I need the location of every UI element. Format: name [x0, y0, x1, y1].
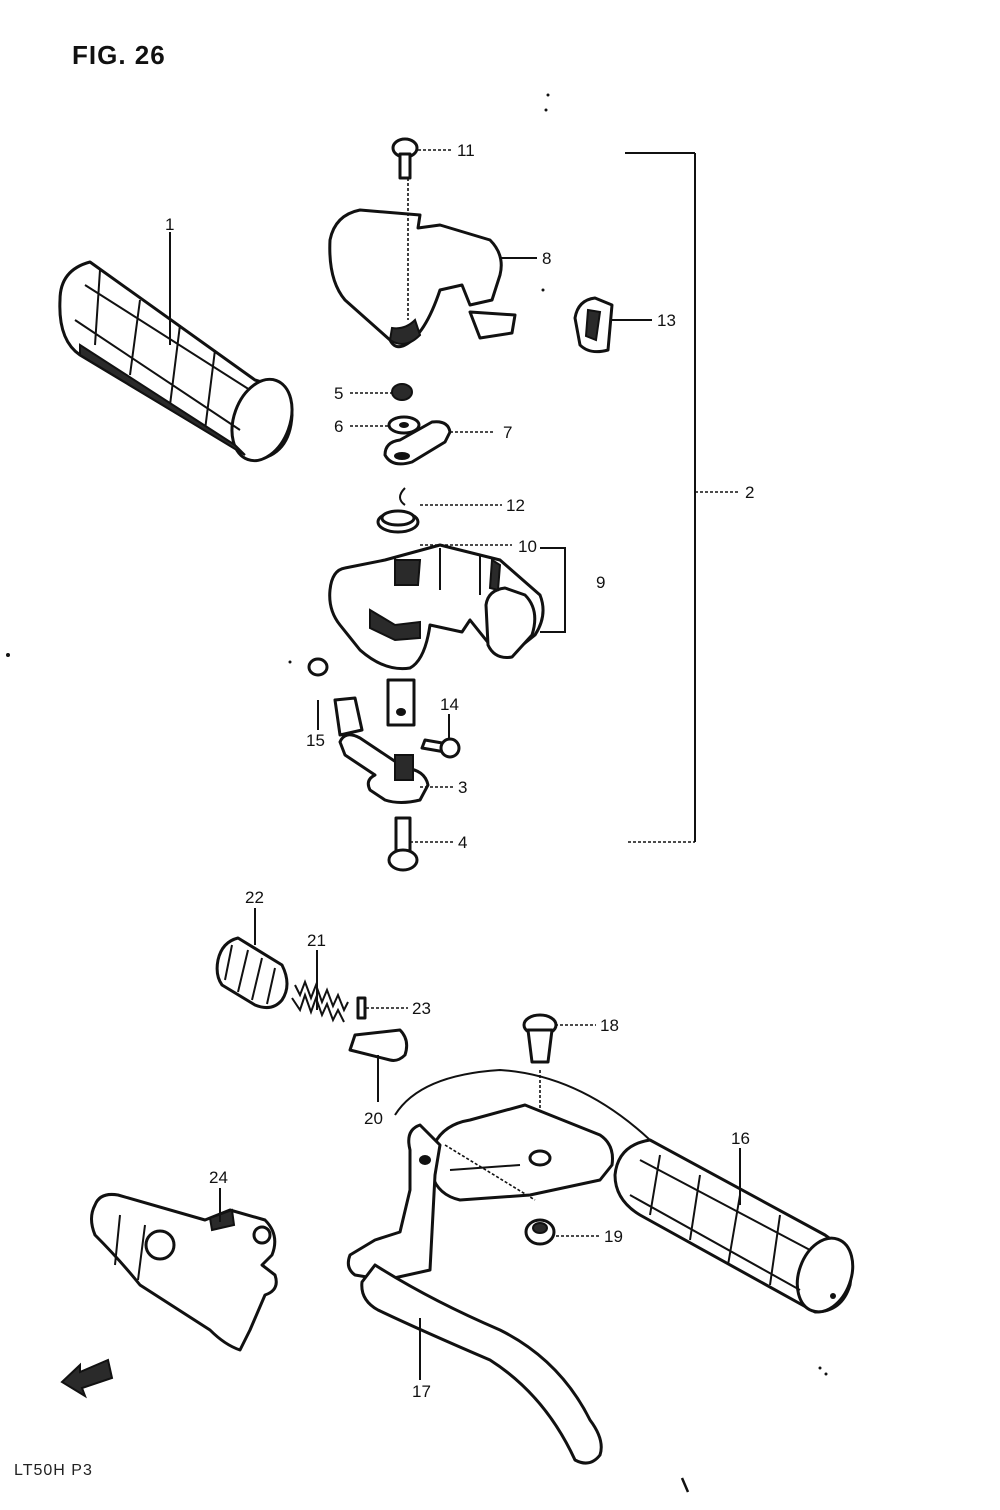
dust-boot-22-part[interactable] [215, 936, 289, 1010]
right-grip-16-part[interactable] [613, 1138, 862, 1320]
callout-18: 18 [600, 1016, 619, 1035]
callout-12: 12 [506, 496, 525, 515]
washer-6-part[interactable] [387, 415, 421, 435]
callout-21: 21 [307, 931, 326, 950]
callout-11: 11 [457, 141, 475, 160]
screw-11-part[interactable] [391, 137, 419, 180]
bolt-4-part[interactable] [387, 816, 419, 872]
print-specks [6, 93, 828, 1493]
callout-24: 24 [209, 1168, 228, 1187]
footer-code: LT50H P3 [14, 1462, 93, 1479]
spring-12-part[interactable] [376, 487, 420, 534]
callout-6: 6 [334, 417, 343, 436]
callout-10: 10 [518, 537, 537, 556]
nut-5-part[interactable] [391, 383, 413, 401]
callout-14: 14 [440, 695, 459, 714]
callout-9: 9 [596, 573, 605, 592]
switch-cover-8-part[interactable] [328, 178, 517, 349]
callout-16: 16 [731, 1129, 750, 1148]
lever-bracket-part[interactable] [394, 1068, 651, 1202]
brake-lever-17-part[interactable] [346, 1123, 603, 1465]
pin-23-part[interactable] [356, 996, 367, 1020]
lever-arm-3-part[interactable] [338, 733, 430, 804]
callout-numbers: 1 2 3 4 5 6 7 8 9 10 11 12 13 14 15 16 1… [165, 141, 754, 1401]
lever-7-part[interactable] [383, 420, 452, 466]
left-grip-part[interactable] [58, 260, 303, 469]
callout-8: 8 [542, 249, 551, 268]
assembly-bracket-2 [540, 152, 738, 843]
switch-body-9-10-part[interactable] [328, 543, 545, 727]
callout-20: 20 [364, 1109, 383, 1128]
screw-14-part[interactable] [420, 737, 461, 759]
grommet-13-part[interactable] [573, 296, 614, 354]
callout-19: 19 [604, 1227, 623, 1246]
plunger-20-part[interactable] [348, 1028, 409, 1062]
forward-arrow-icon [60, 1358, 114, 1399]
leader-lines [169, 149, 741, 1380]
callout-4: 4 [458, 833, 467, 852]
callout-15: 15 [306, 731, 325, 750]
small-nut-15-part[interactable] [307, 657, 364, 737]
callout-2: 2 [745, 483, 754, 502]
callout-23: 23 [412, 999, 431, 1018]
nut-19-part[interactable] [524, 1218, 556, 1246]
callout-5: 5 [334, 384, 343, 403]
pivot-bolt-18-part[interactable] [522, 1013, 558, 1155]
callout-7: 7 [503, 423, 512, 442]
lever-cover-24-part[interactable] [90, 1193, 278, 1352]
callout-1: 1 [165, 215, 174, 234]
figure-title: FIG. 26 [72, 40, 166, 70]
callout-17: 17 [412, 1382, 431, 1401]
callout-3: 3 [458, 778, 467, 797]
callout-22: 22 [245, 888, 264, 907]
callout-13: 13 [657, 311, 676, 330]
spring-21-part[interactable] [291, 979, 349, 1023]
